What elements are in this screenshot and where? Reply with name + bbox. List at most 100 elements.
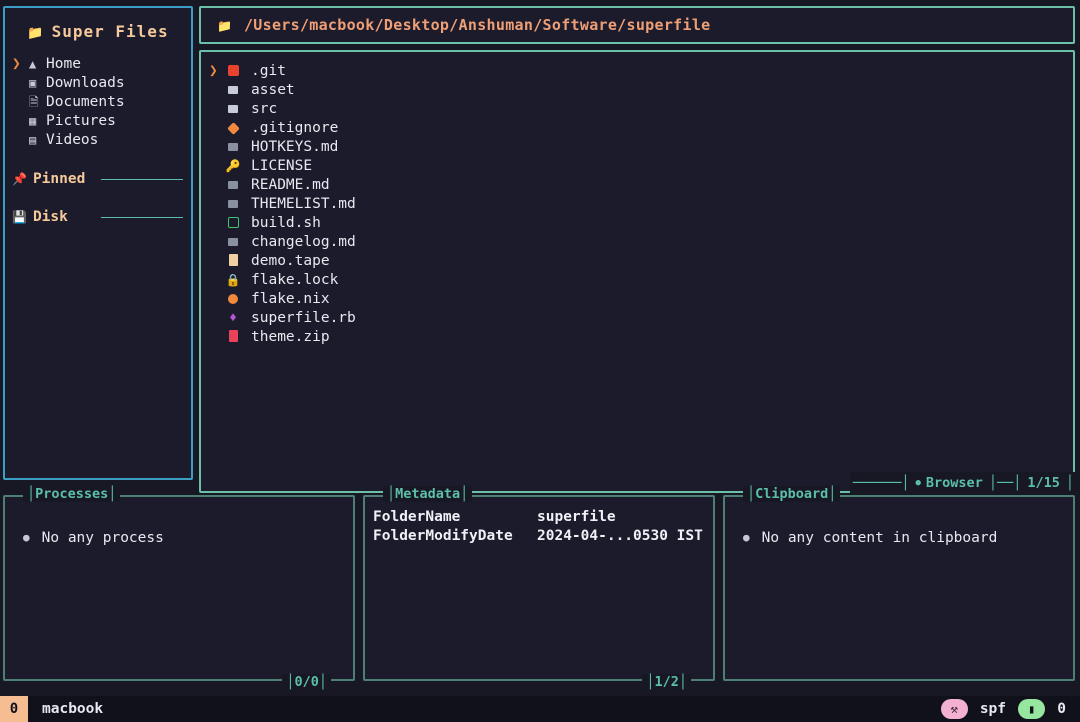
section-divider	[101, 217, 183, 218]
video-icon: ▤	[29, 133, 37, 147]
metadata-counter-value: 1/2	[654, 674, 679, 690]
file-name: changelog.md	[251, 234, 356, 250]
file-name: README.md	[251, 177, 330, 193]
sidebar-title: 📁 Super Files	[5, 22, 191, 41]
file-name: flake.nix	[251, 291, 330, 307]
clipboard-title-label: Clipboard	[755, 486, 829, 502]
terminal-count: 0	[1057, 701, 1066, 717]
current-path: /Users/macbook/Desktop/Anshuman/Software…	[243, 16, 711, 34]
metadata-rows: FolderName superfile FolderModifyDate 20…	[365, 508, 713, 546]
sidebar-panel: 📁 Super Files ❯ ▲Home ▣ Downloads 🗎Documen…	[3, 6, 193, 480]
username-label: macbook	[42, 701, 104, 717]
file-row[interactable]: THEMELIST.md	[201, 195, 1073, 214]
metadata-value: superfile	[537, 509, 616, 525]
file-row[interactable]: 🔒 flake.lock	[201, 271, 1073, 290]
file-list: ❯ .git asset src .gitignore	[201, 52, 1073, 347]
file-name: THEMELIST.md	[251, 196, 356, 212]
file-name: .gitignore	[251, 120, 339, 136]
divider: ──────│	[852, 475, 910, 491]
sidebar-title-text: Super Files	[51, 22, 169, 41]
file-row[interactable]: README.md	[201, 176, 1073, 195]
file-row[interactable]: demo.tape	[201, 252, 1073, 271]
downloads-icon: ▣	[29, 76, 37, 90]
metadata-key: FolderModifyDate	[373, 528, 513, 544]
terminal-icon[interactable]: ▮	[1018, 699, 1046, 719]
git-folder-icon	[225, 62, 241, 81]
file-row[interactable]: ♦ superfile.rb	[201, 309, 1073, 328]
document-icon: 🗎	[29, 95, 39, 109]
mode-badge[interactable]: 0	[0, 696, 28, 722]
selection-cursor-icon: ❯	[12, 56, 21, 72]
folder-icon: 📁	[217, 19, 232, 33]
lock-icon: 🔒	[225, 273, 241, 287]
picture-icon: ▦	[29, 114, 37, 128]
metadata-value: 2024-04-...0530 IST	[537, 528, 703, 544]
file-row[interactable]: flake.nix	[201, 290, 1073, 309]
file-row[interactable]: HOTKEYS.md	[201, 138, 1073, 157]
sidebar-item-pictures[interactable]: ▦ Pictures	[5, 112, 191, 131]
metadata-key: FolderName	[373, 509, 461, 525]
clipboard-title: │Clipboard│	[743, 486, 841, 502]
processes-title-label: Processes	[35, 486, 109, 502]
file-row[interactable]: 🔑 LICENSE	[201, 157, 1073, 176]
path-bar[interactable]: 📁 /Users/macbook/Desktop/Anshuman/Softwar…	[199, 6, 1075, 44]
processes-panel: │Processes│ ●No any process │0/0│	[3, 486, 355, 690]
file-row[interactable]: theme.zip	[201, 328, 1073, 347]
git-branch-icon[interactable]: ⚒	[940, 699, 968, 719]
file-name: flake.lock	[251, 272, 339, 288]
ruby-icon: ♦	[229, 311, 237, 326]
file-name: HOTKEYS.md	[251, 139, 339, 155]
tab-browser[interactable]: ●Browser	[911, 475, 988, 491]
processes-empty-message: ● No any process	[5, 530, 353, 546]
browser-counter: 1/15	[1027, 475, 1060, 491]
bullet-icon: ●	[743, 531, 750, 544]
metadata-panel: │Metadata│ FolderName superfile FolderMo…	[363, 486, 715, 690]
clipboard-empty-text: No any content in clipboard	[761, 530, 998, 546]
sidebar-item-list: ❯ ▲Home ▣Downloads 🗎Documents ▦Pictures …	[5, 55, 191, 150]
sidebar-section-pinned[interactable]: 📌Pinned	[5, 168, 191, 188]
sidebar-item-downloads[interactable]: ▣ Downloads	[5, 74, 191, 93]
processes-empty-text: No any process	[41, 530, 164, 546]
sidebar-item-home[interactable]: ❯ ▲Home	[5, 55, 191, 74]
sidebar-item-documents[interactable]: 🗎Documents	[5, 93, 191, 112]
sidebar-item-label: Downloads	[46, 75, 125, 91]
file-row[interactable]: .gitignore	[201, 119, 1073, 138]
browser-panel: 📁 /Users/macbook/Desktop/Anshuman/Softwar…	[199, 6, 1075, 494]
markdown-icon	[225, 233, 241, 252]
processes-counter-value: 0/0	[294, 674, 319, 690]
sidebar-item-videos[interactable]: ▤ Videos	[5, 131, 191, 150]
status-bar: 0 macbook ⚒ spf ▮ 0	[0, 696, 1080, 722]
file-row[interactable]: asset	[201, 81, 1073, 100]
file-name: src	[251, 101, 278, 117]
disk-icon: 💾	[12, 210, 27, 224]
file-name: demo.tape	[251, 253, 330, 269]
active-tab-dot-icon: ●	[915, 478, 921, 488]
metadata-title: │Metadata│	[383, 486, 473, 502]
file-row[interactable]: changelog.md	[201, 233, 1073, 252]
divider: │	[1065, 475, 1074, 491]
sidebar-item-label: Pictures	[46, 113, 116, 129]
sidebar-section-label: Pinned	[32, 171, 86, 187]
file-row[interactable]: build.sh	[201, 214, 1073, 233]
sidebar-section-label: Disk	[32, 209, 68, 225]
sidebar-item-label: Videos	[46, 132, 99, 148]
sidebar-item-label: Home	[46, 56, 81, 72]
metadata-row[interactable]: FolderName superfile	[373, 508, 713, 527]
file-row[interactable]: src	[201, 100, 1073, 119]
folder-icon: 📁	[27, 26, 45, 41]
bullet-icon: ●	[23, 531, 30, 544]
archive-icon	[225, 328, 241, 347]
divider: │──│	[988, 475, 1022, 491]
metadata-row[interactable]: FolderModifyDate 2024-04-...0530 IST	[373, 527, 713, 546]
selection-cursor-icon: ❯	[209, 63, 218, 79]
processes-counter: │0/0│	[282, 674, 331, 690]
file-name: superfile.rb	[251, 310, 356, 326]
markdown-icon	[225, 195, 241, 214]
nix-icon	[225, 290, 241, 309]
sidebar-section-disk[interactable]: 💾 Disk	[5, 206, 191, 226]
file-name: LICENSE	[251, 158, 313, 174]
shell-icon	[225, 214, 241, 233]
metadata-title-label: Metadata	[395, 486, 461, 502]
file-row[interactable]: ❯ .git	[201, 62, 1073, 81]
file-list-container: ❯ .git asset src .gitignore	[199, 50, 1075, 493]
